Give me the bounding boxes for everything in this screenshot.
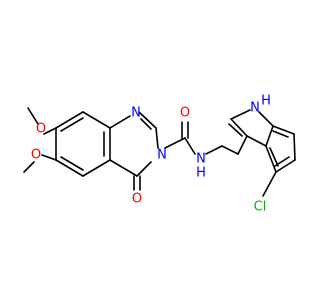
bond — [82, 159, 111, 177]
bond — [258, 111, 274, 127]
bond — [60, 156, 84, 171]
atom-label-oxygen: O — [132, 192, 142, 207]
atom-label-nitrogen: N — [131, 106, 141, 121]
atom-label-nitrogen: N — [196, 152, 206, 167]
bond — [140, 118, 152, 130]
bond — [82, 111, 111, 129]
bond — [262, 171, 277, 197]
bond — [164, 137, 186, 149]
atom-label-oxygen: O — [36, 122, 46, 137]
bond — [109, 115, 131, 129]
atom-labels: O O N N O O N H H N Cl — [31, 94, 271, 215]
bond — [265, 145, 277, 173]
bond — [265, 125, 274, 147]
bond — [269, 147, 279, 167]
bond — [275, 159, 296, 173]
bond — [272, 125, 295, 135]
bond — [272, 130, 289, 138]
bond — [27, 107, 39, 125]
bond — [246, 135, 267, 147]
bond — [60, 117, 84, 132]
bond — [43, 127, 57, 135]
bond — [55, 159, 84, 177]
bond — [109, 159, 138, 177]
atom-label-chlorine: Cl — [254, 200, 267, 215]
bond — [41, 154, 57, 161]
bond — [221, 145, 239, 155]
bond — [155, 127, 159, 149]
bond — [138, 111, 157, 129]
canvas-background — [0, 0, 300, 300]
bond — [136, 161, 152, 177]
bond — [228, 123, 243, 137]
bond — [184, 137, 196, 155]
bond — [237, 135, 248, 155]
atom-label-hydrogen: H — [261, 94, 271, 109]
molecule-structure-diagram: O O N N O O N H H N Cl — [0, 0, 300, 300]
bond — [23, 161, 35, 173]
bond — [205, 145, 223, 155]
atom-label-hydrogen: H — [196, 166, 206, 181]
bond — [293, 133, 296, 161]
bond — [230, 109, 251, 120]
atom-label-oxygen: O — [180, 106, 190, 121]
bonds — [23, 107, 296, 197]
atom-label-nitrogen: N — [250, 101, 260, 116]
bond — [230, 118, 248, 137]
atom-label-nitrogen: N — [157, 148, 167, 163]
bond — [55, 111, 84, 129]
atom-label-oxygen: O — [31, 148, 41, 163]
